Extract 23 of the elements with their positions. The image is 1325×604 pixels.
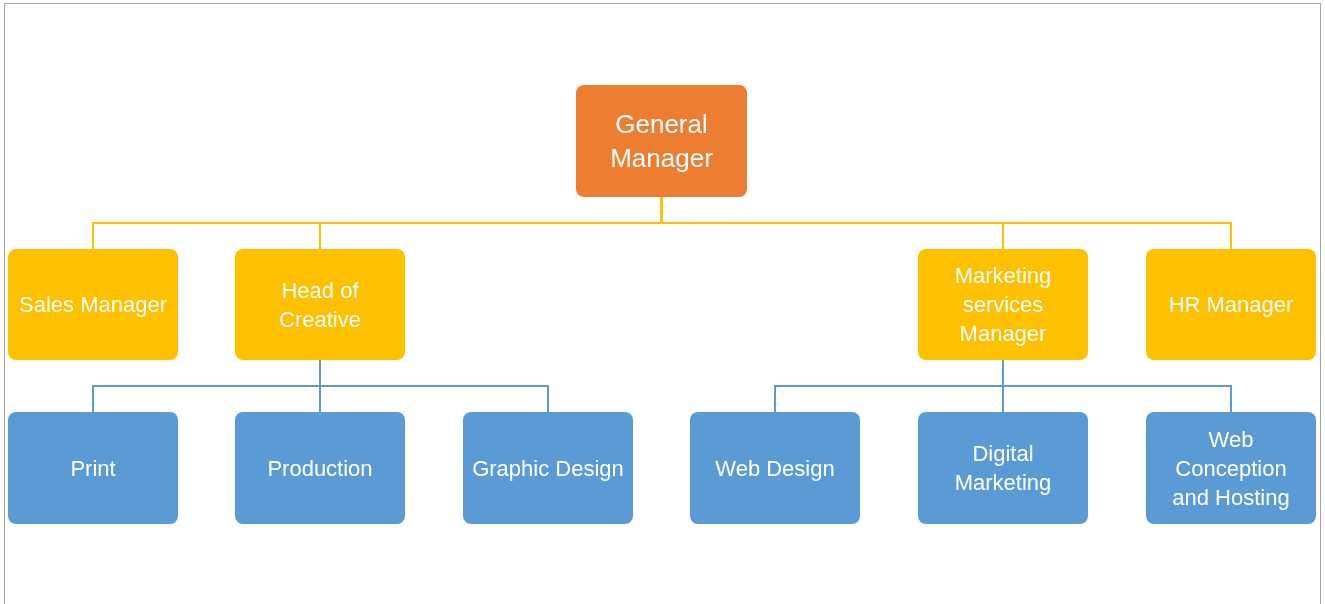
org-box (235, 412, 405, 524)
role-title: Head of Creative (278, 276, 362, 334)
org-box (1146, 249, 1316, 360)
org-box (463, 412, 633, 524)
org-box (235, 249, 405, 360)
role-title: HR Manager (1168, 291, 1294, 319)
org-box (8, 412, 178, 524)
org-box (690, 412, 860, 524)
role-title: Digital Marketing (953, 440, 1053, 497)
connector-line (660, 196, 1232, 250)
role-title: Graphic Design (472, 454, 624, 483)
role-title: Production (267, 454, 373, 483)
role-title: Sales Manager (19, 291, 167, 319)
role-title: General Manager (609, 108, 714, 175)
role-title: Web Conception and Hosting (1171, 425, 1291, 512)
role-title: Marketing services Manager (953, 262, 1053, 348)
org-box (1146, 412, 1316, 524)
org-box (918, 412, 1088, 524)
org-box (8, 249, 178, 360)
role-title: Print (70, 454, 116, 483)
org-box (576, 85, 747, 197)
role-title: Web Design (715, 454, 835, 483)
org-box (918, 249, 1088, 360)
